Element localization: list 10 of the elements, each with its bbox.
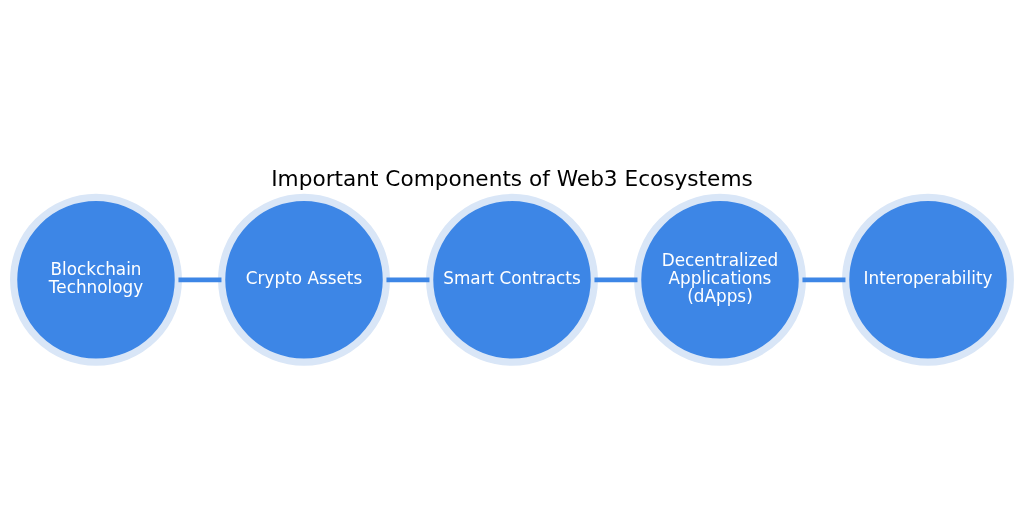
node-circle: Decentralized Applications (dApps) [634, 193, 806, 366]
connector [178, 277, 222, 283]
node-circle: Interoperability [842, 193, 1014, 366]
node-circle: Blockchain Technology [10, 193, 182, 366]
connector [594, 277, 638, 283]
connector [802, 277, 846, 283]
node-circle: Crypto Assets [218, 193, 390, 366]
diagram-title: Important Components of Web3 Ecosystems [271, 165, 753, 191]
connector [386, 277, 430, 283]
node-circle: Smart Contracts [426, 193, 598, 366]
